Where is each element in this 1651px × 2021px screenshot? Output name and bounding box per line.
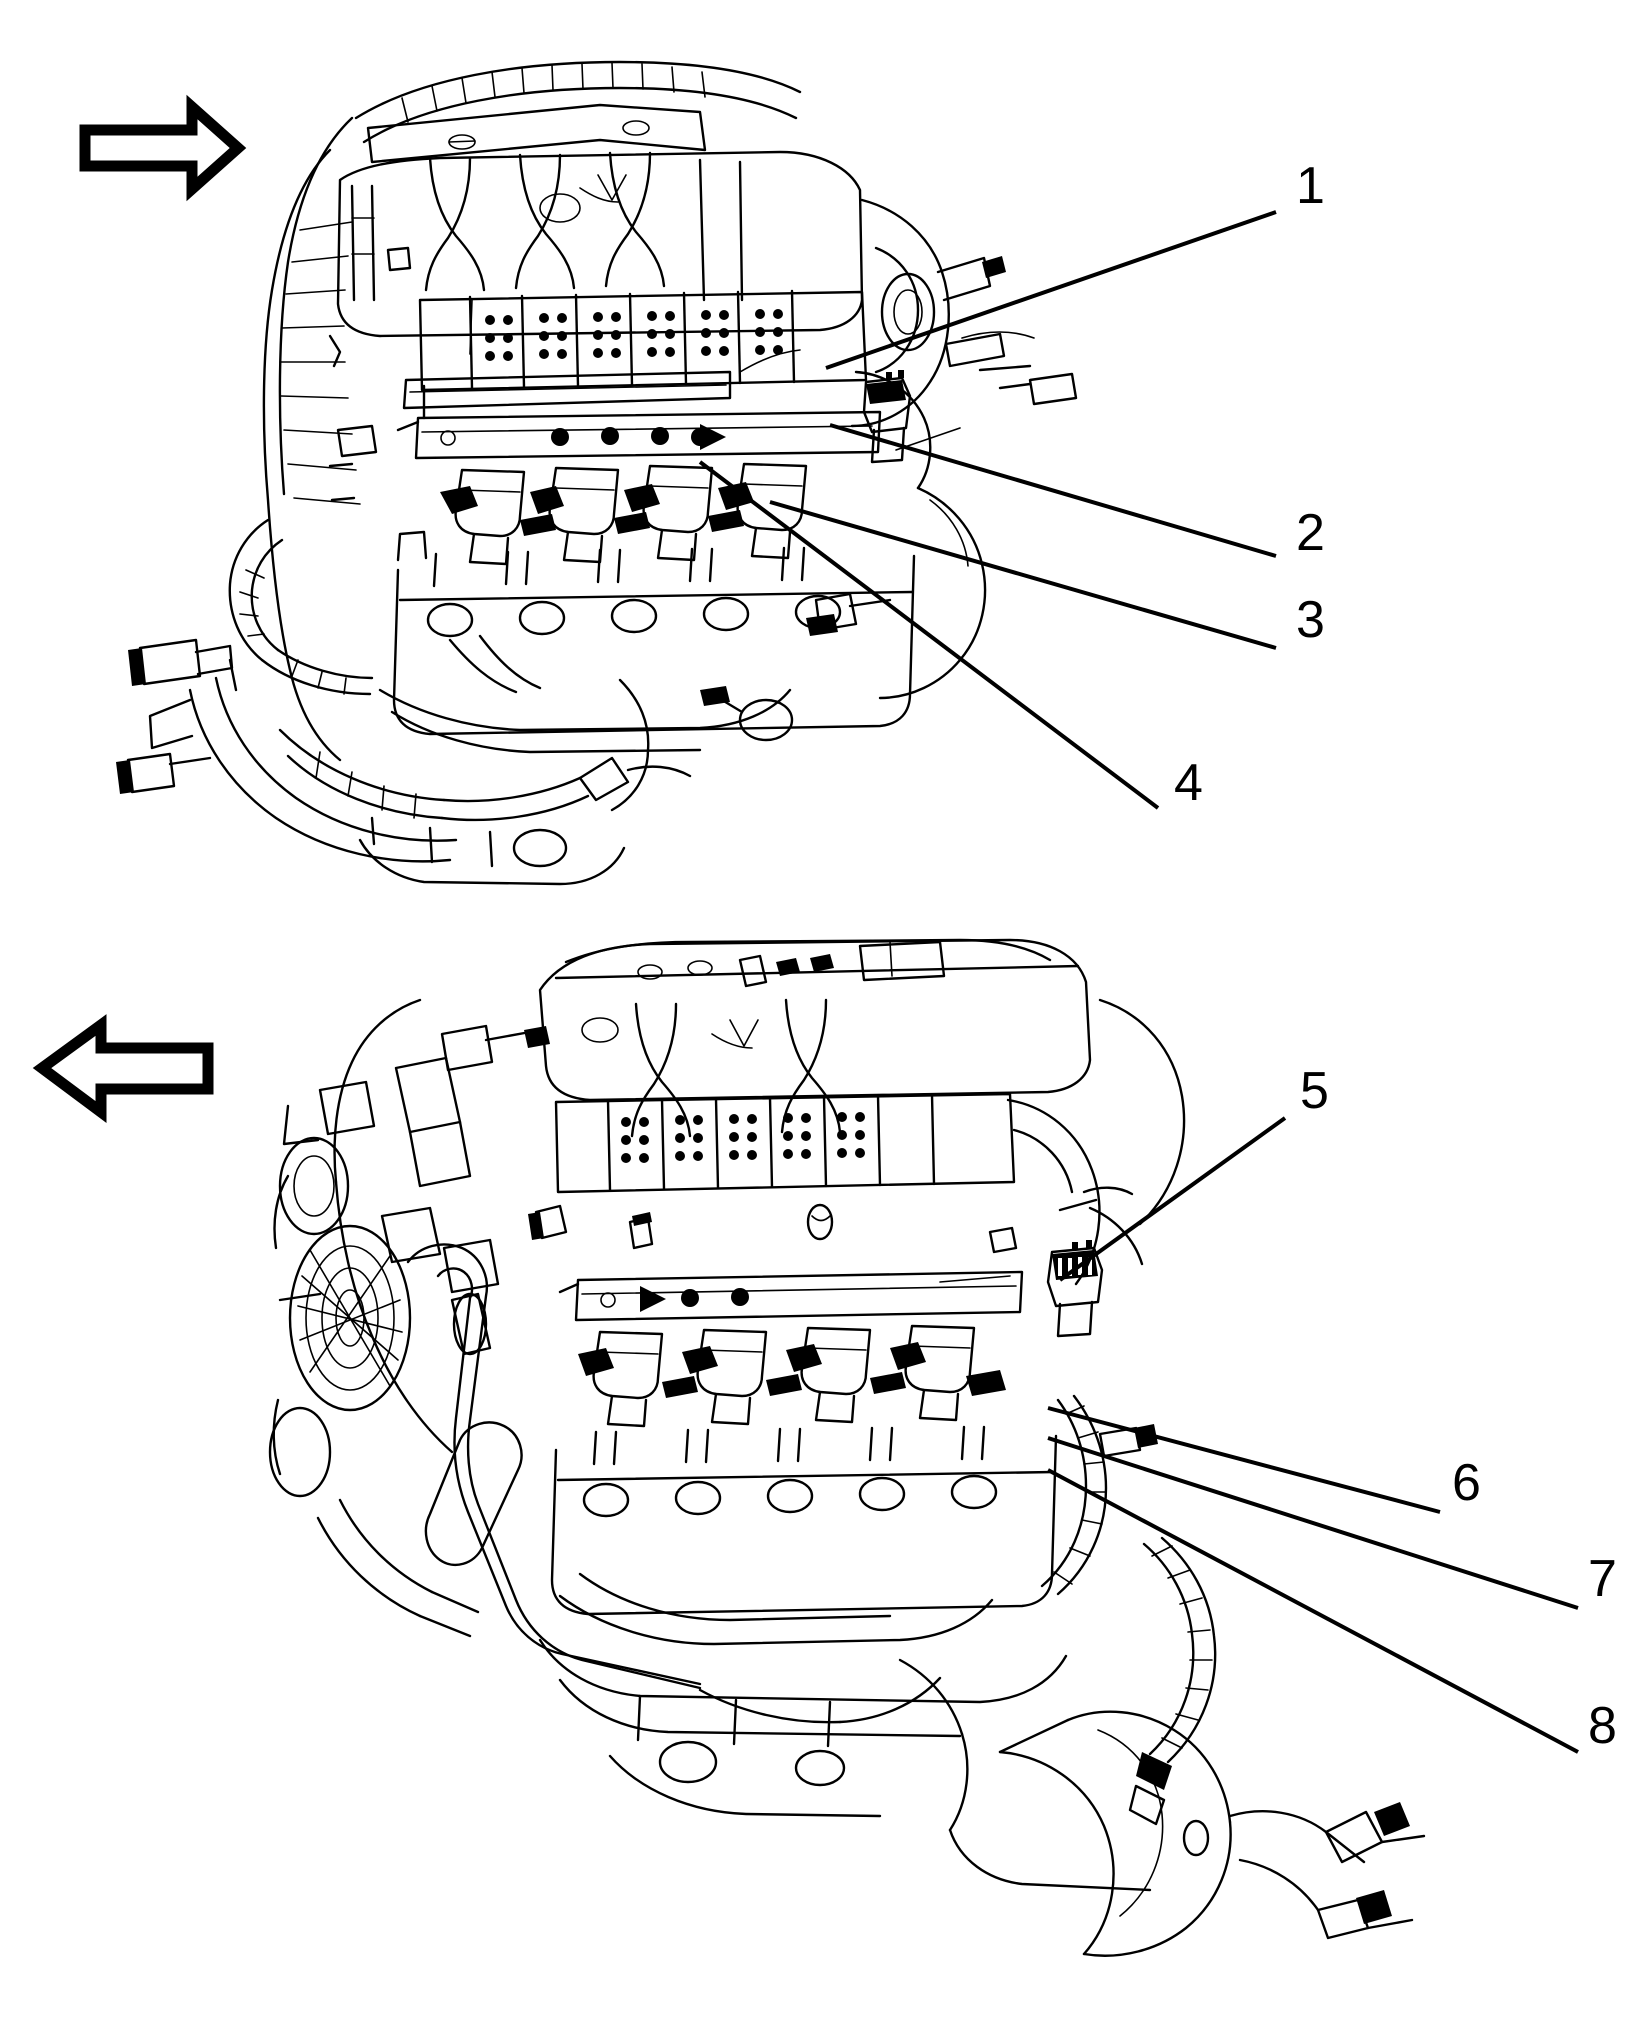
leader-line-4 (698, 460, 1160, 810)
callout-number-6: 6 (1452, 1454, 1481, 1512)
lower-engine-illustration (268, 938, 1426, 1957)
leader-line-5 (1058, 1116, 1287, 1282)
callout-number-7: 7 (1588, 1550, 1617, 1608)
callout-number-8: 8 (1588, 1697, 1617, 1755)
lower-sensor-connector (1046, 1240, 1104, 1338)
callout-leader-lines (698, 210, 1579, 1754)
fuel-injectors-upper (454, 462, 808, 566)
leader-line-8 (1047, 1468, 1579, 1754)
callout-number-2: 2 (1296, 504, 1325, 562)
callout-number-1: 1 (1296, 157, 1325, 215)
fuel-injectors-lower (592, 1324, 976, 1428)
direction-arrow-right (79, 94, 247, 202)
leader-line-1 (825, 210, 1277, 370)
callout-number-3: 3 (1296, 591, 1325, 649)
leader-line-6 (1047, 1406, 1441, 1514)
leader-line-7 (1047, 1436, 1579, 1610)
callout-number-4: 4 (1174, 754, 1203, 812)
callout-number-5: 5 (1300, 1062, 1329, 1120)
direction-arrow-left (32, 1014, 214, 1123)
upper-engine-illustration (116, 60, 1078, 886)
leader-line-2 (829, 423, 1277, 558)
leader-line-3 (769, 500, 1277, 650)
